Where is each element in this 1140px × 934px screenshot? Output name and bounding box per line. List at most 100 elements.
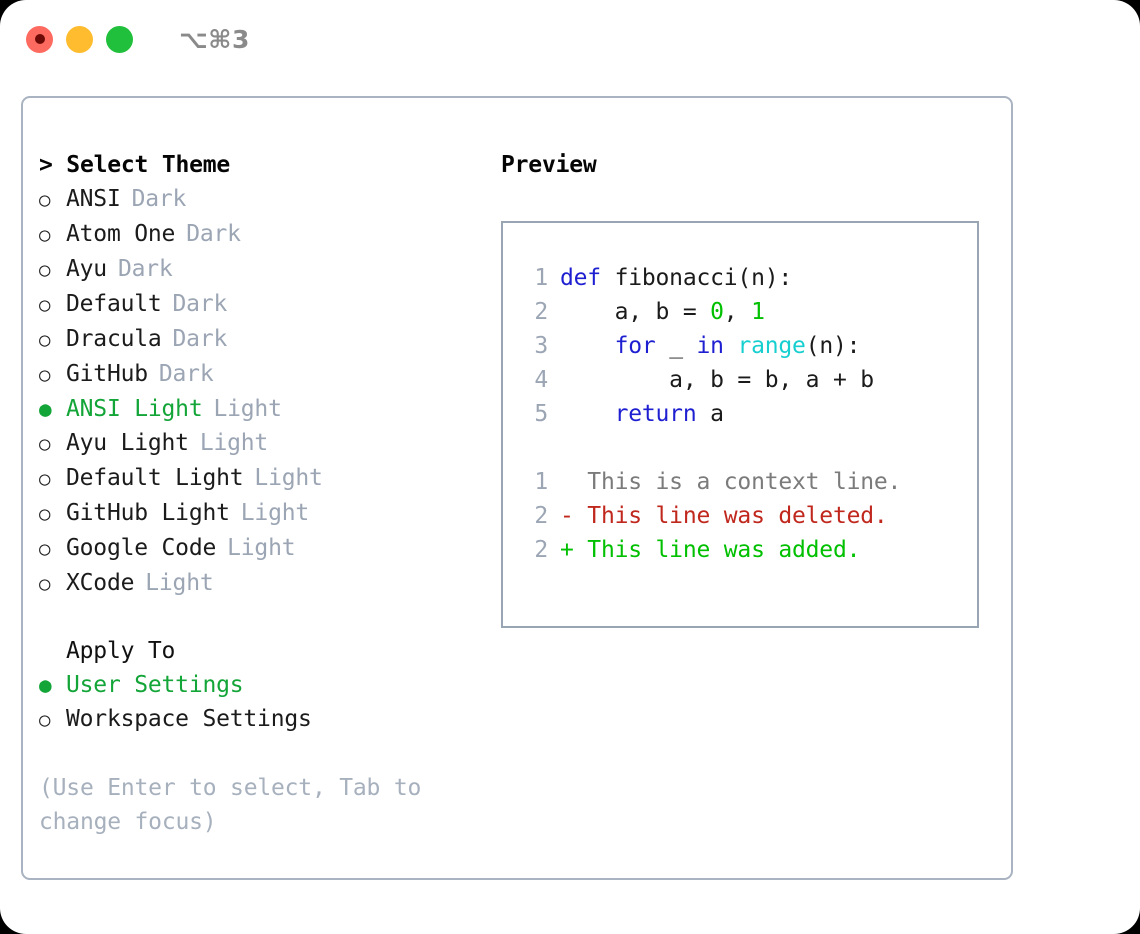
radio-unselected-icon: ○ [39, 468, 51, 490]
radio-selected-icon: ● [39, 673, 52, 697]
line-number: 2 [534, 503, 548, 529]
diff-line-del: 2- This line was deleted. [521, 499, 977, 533]
theme-variant-badge: Light [145, 570, 214, 596]
line-number: 3 [534, 333, 548, 359]
theme-option-label: Google Code [66, 535, 217, 561]
theme-option-google-code[interactable]: ○ Google Code Light [39, 531, 487, 566]
apply-to-option-user-settings[interactable]: ● User Settings [39, 668, 487, 702]
theme-option-ayu[interactable]: ○ Ayu Dark [39, 252, 487, 287]
title-bar: ⌥⌘3 [0, 0, 1140, 78]
diff-text: This line was added. [587, 537, 861, 563]
apply-to-option-label: User Settings [66, 672, 244, 698]
radio-unselected-icon: ○ [39, 189, 51, 211]
theme-option-github-light[interactable]: ○ GitHub Light Light [39, 496, 487, 531]
radio-unselected-icon: ○ [39, 538, 51, 560]
code-token-txt [560, 333, 615, 359]
radio-unselected-icon: ○ [39, 329, 51, 351]
theme-option-label: Dracula [66, 326, 162, 352]
code-token-txt: (n): [805, 333, 861, 359]
line-number: 5 [534, 401, 548, 427]
theme-variant-badge: Dark [172, 326, 228, 352]
theme-option-label: XCode [66, 570, 135, 596]
theme-option-label: Default [66, 291, 162, 317]
code-line: 4 a, b = b, a + b [521, 363, 977, 397]
theme-option-label: Ayu Light [66, 430, 189, 456]
line-number: 2 [534, 537, 548, 563]
diff-line-add: 2 + This line was added. [521, 533, 977, 567]
theme-option-default-light[interactable]: ○ Default Light Light [39, 461, 487, 496]
radio-unselected-icon: ○ [39, 259, 51, 281]
theme-option-label: Ayu [66, 256, 107, 282]
theme-option-label: Default Light [66, 465, 244, 491]
code-token-txt [560, 401, 615, 427]
apply-to-list: ● User Settings ○ Workspace Settings [39, 668, 487, 737]
theme-option-ansi-light[interactable]: ● ANSI Light Light [39, 392, 487, 426]
diff-line-ctx: 1 This is a context line. [521, 465, 977, 499]
keyboard-shortcut-label: ⌥⌘3 [179, 24, 250, 54]
traffic-lights [26, 25, 133, 53]
theme-option-default[interactable]: ○ Default Dark [39, 287, 487, 322]
apply-to-option-workspace-settings[interactable]: ○ Workspace Settings [39, 702, 487, 737]
diff-marker [560, 469, 587, 495]
theme-variant-badge: Dark [172, 291, 228, 317]
code-line: 3 for _ in range(n): [521, 329, 977, 363]
code-diff-separator [521, 431, 977, 465]
line-number: 1 [534, 469, 548, 495]
theme-variant-badge: Dark [117, 256, 173, 282]
code-token-fn: range [737, 333, 806, 359]
theme-variant-badge: Light [199, 430, 269, 456]
line-number: 2 [534, 299, 548, 325]
code-token-num: 0 [710, 299, 724, 325]
code-token-txt: _ [655, 333, 697, 359]
line-number: 1 [534, 265, 548, 291]
diff-marker: - [560, 503, 588, 529]
apply-to-header: Apply To [66, 638, 176, 664]
apply-to-option-label: Workspace Settings [66, 706, 312, 732]
code-token-txt: fibonacci(n): [614, 265, 793, 291]
code-token-txt: a, b = [560, 299, 711, 325]
code-token-txt: a, b = b, a + b [560, 367, 874, 393]
keyboard-hint-text: (Use Enter to select, Tab to change focu… [39, 775, 422, 835]
theme-variant-badge: Light [254, 465, 323, 491]
theme-variant-badge: Light [227, 535, 296, 561]
code-token-kw: for [614, 333, 656, 359]
theme-variant-badge: Light [213, 396, 282, 422]
theme-option-label: GitHub Light [66, 500, 230, 526]
diff-sample: 1 This is a context line.2- This line wa… [521, 465, 977, 567]
code-token-txt: a [696, 401, 724, 427]
theme-option-label: ANSI Light [66, 396, 203, 422]
theme-option-dracula[interactable]: ○ Dracula Dark [39, 322, 487, 357]
code-token-kw: return [614, 401, 697, 427]
zoom-button[interactable] [106, 25, 133, 53]
diff-text: This line was deleted. [587, 503, 888, 529]
code-token-kw: in [696, 333, 724, 359]
radio-selected-icon: ● [39, 397, 52, 421]
diff-text: This is a context line. [587, 469, 902, 495]
code-token-kw: def [560, 265, 615, 291]
radio-unselected-icon: ○ [39, 433, 51, 455]
close-button[interactable] [26, 25, 53, 53]
diff-marker: + [560, 537, 588, 563]
code-token-num: 1 [751, 299, 765, 325]
theme-option-ayu-light[interactable]: ○ Ayu Light Light [39, 426, 487, 461]
code-token-txt [724, 333, 738, 359]
radio-unselected-icon: ○ [39, 709, 51, 731]
theme-option-label: ANSI [66, 186, 121, 212]
line-number: 4 [534, 367, 548, 393]
radio-unselected-icon: ○ [39, 503, 51, 525]
theme-option-label: GitHub [66, 361, 148, 387]
radio-unselected-icon: ○ [39, 224, 51, 246]
theme-variant-badge: Light [240, 500, 310, 526]
minimize-button[interactable] [66, 25, 93, 53]
code-line: 1 def fibonacci(n): [521, 261, 977, 295]
code-line: 2 a, b = 0, 1 [521, 295, 977, 329]
radio-unselected-icon: ○ [39, 294, 51, 316]
